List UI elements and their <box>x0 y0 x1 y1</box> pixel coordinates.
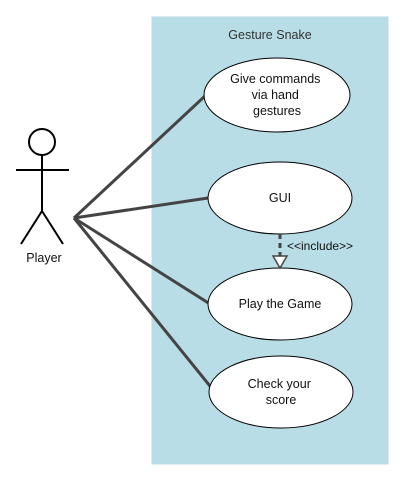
association-commands <box>72 94 207 220</box>
use-case-play-label: Play the Game <box>239 297 322 311</box>
use-case-commands-label: Give commands via hand gestures <box>230 72 324 118</box>
association-score <box>72 217 216 392</box>
use-case-commands[interactable] <box>203 57 351 133</box>
association-gui <box>73 196 209 220</box>
system-title: Gesture Snake <box>228 28 311 42</box>
use-case-score[interactable] <box>208 355 354 429</box>
player-actor[interactable] <box>16 128 69 245</box>
association-play <box>73 216 211 306</box>
associations <box>72 94 216 392</box>
include-arrowhead <box>271 255 289 270</box>
use-case-score-label: Check your score <box>248 377 315 407</box>
use-case-gui-label: GUI <box>269 191 291 205</box>
actor-head <box>28 128 56 156</box>
actor-left-leg <box>20 210 43 245</box>
actor-label: Player <box>26 251 61 265</box>
actor-right-leg <box>41 210 64 245</box>
include-label: <<include>> <box>287 239 353 253</box>
